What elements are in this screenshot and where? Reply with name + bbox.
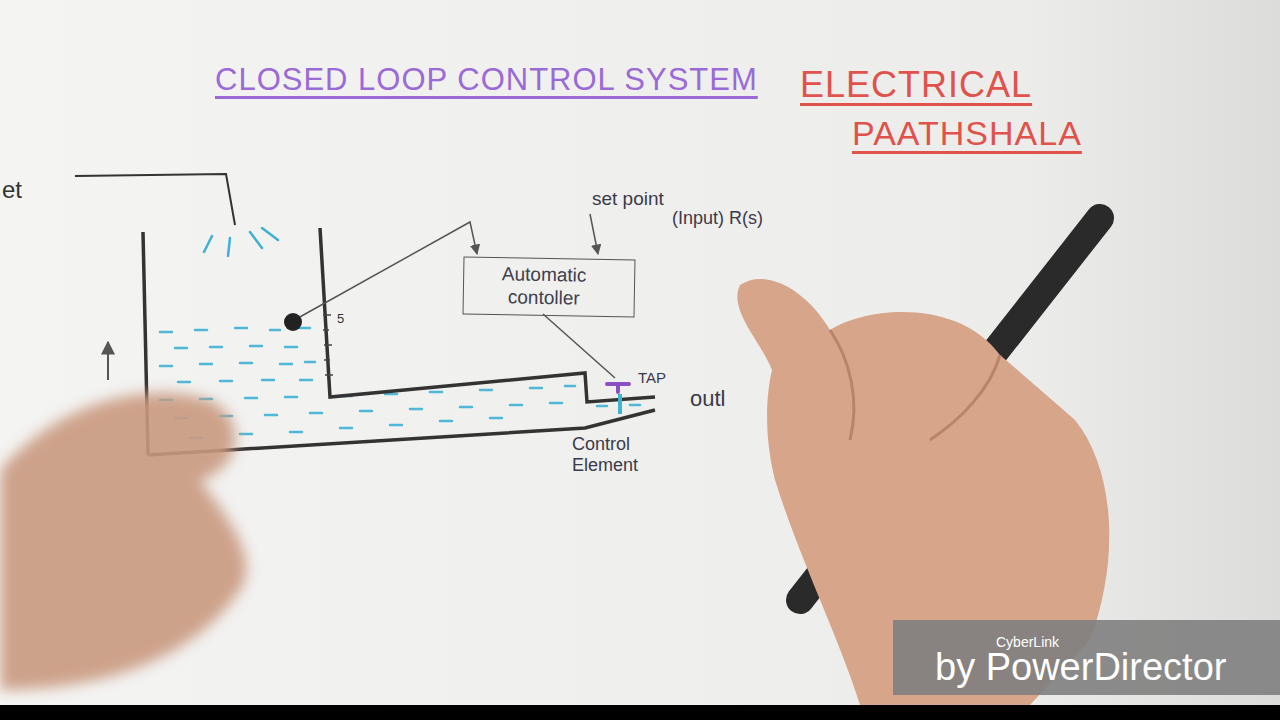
brand-text: PAATHSHALA [852, 114, 1082, 153]
watermark-text: by PowerDirector [935, 646, 1226, 690]
controller-box: Automatic contoller [463, 257, 636, 318]
tank-right-wall-pipe [320, 228, 655, 402]
finger-creases [830, 330, 1000, 440]
box-label: Automatic contoller [474, 263, 615, 311]
inlet-spray [204, 228, 278, 256]
set-point-label: set point [592, 188, 664, 210]
level-scale [323, 315, 333, 375]
level-arrow [107, 342, 109, 380]
outlet-label: outl [690, 386, 725, 411]
tap-label: TAP [638, 369, 666, 386]
scale-number: 5 [337, 312, 344, 327]
float-ball [284, 313, 302, 331]
tap-handle [607, 384, 629, 392]
set-point-arrow [590, 214, 598, 254]
watermark-panel [893, 620, 1280, 695]
water [160, 328, 640, 438]
controller-to-tap-line [543, 314, 615, 378]
control-element-label: Control Element [572, 434, 677, 475]
inlet-pipe [75, 174, 235, 225]
left-hand [0, 393, 246, 690]
input-label: (Input) R(s) [672, 208, 763, 229]
bottom-bar [0, 705, 1280, 720]
brand-text: ELECTRICAL [800, 64, 1032, 105]
float-link [298, 222, 477, 318]
title: CLOSED LOOP CONTROL SYSTEM [215, 62, 758, 98]
inlet-label: et [2, 176, 22, 204]
tap-valve [618, 394, 622, 414]
